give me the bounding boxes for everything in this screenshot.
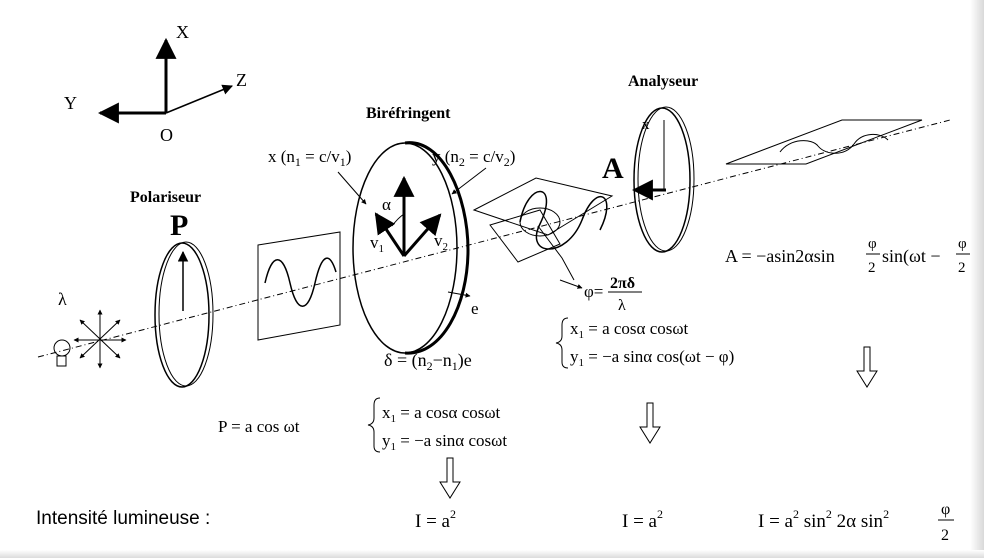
- polariseur-symbol: P: [170, 209, 188, 242]
- elliptical-wave-panel: [472, 177, 614, 281]
- bulb-icon: [53, 339, 71, 357]
- lambda-label: λ: [58, 289, 67, 309]
- slide-shadow-bottom: [0, 550, 984, 558]
- intensity-eq3: I = a2 sin2 2α sin2: [758, 507, 889, 532]
- analyseur-frac2-num: φ: [958, 236, 967, 252]
- thickness-pointer: [447, 291, 471, 298]
- intensity-label: Intensité lumineuse :: [36, 508, 210, 529]
- x-axis-pointer: [337, 171, 367, 205]
- axis-origin-label: O: [160, 125, 173, 145]
- analyseur-frac1-num: φ: [868, 236, 877, 252]
- analyseur-symbol: A: [602, 152, 624, 185]
- phi-prefix: φ=: [584, 282, 603, 301]
- analyseur-title: Analyseur: [628, 73, 698, 90]
- birefringent-plate: [352, 141, 470, 355]
- system1-y-eq: y1 = −a sinα cosωt: [382, 431, 507, 453]
- analyseur-frac2-den: 2: [958, 260, 966, 276]
- coordinate-axes: X Y Z O: [64, 22, 247, 145]
- output-wave-panel: [725, 119, 923, 165]
- down-arrow-icon: [639, 402, 661, 444]
- down-arrow-icon: [856, 346, 878, 388]
- axis-y-label: Y: [64, 93, 77, 113]
- y-axis-pointer: [451, 167, 487, 195]
- system-brace-2: [555, 317, 569, 369]
- delta-equation: δ = (n2−n1)e: [384, 350, 472, 373]
- polariseur-title: Polariseur: [130, 189, 201, 206]
- system-brace-1: [367, 397, 381, 453]
- phi-numerator: 2πδ: [610, 275, 635, 292]
- v1-label: v1: [370, 233, 384, 255]
- v2-label: v2: [434, 231, 448, 253]
- polariseur-disc: [154, 241, 214, 388]
- phi-denominator: λ: [618, 297, 626, 314]
- intensity-frac-den: 2: [941, 527, 949, 544]
- polariseur-equation: P = a cos ωt: [218, 417, 300, 436]
- intensity-eq2: I = a2: [622, 507, 663, 532]
- axis-x-label: X: [176, 22, 189, 42]
- intensity-eq1: I = a2: [415, 507, 456, 532]
- intensity-frac-num: φ: [941, 501, 950, 518]
- down-arrow-icons: [439, 346, 878, 499]
- y-axis-index-label: y (n2 = c/v2): [432, 147, 515, 169]
- alpha-label: α: [382, 195, 391, 214]
- analyseur-eq-mid: sin(ωt −: [882, 246, 941, 267]
- birefringent-title: Biréfringent: [366, 105, 451, 122]
- optical-axis: [37, 119, 951, 358]
- system1-x-eq: x1 = a cosα cosωt: [382, 403, 501, 425]
- phi-pointer: [559, 279, 583, 289]
- unpolarized-star-icon: [73, 309, 127, 369]
- slide-shadow-right: [970, 0, 984, 558]
- system2-y-eq: y1 = −a sinα cos(ωt − φ): [570, 347, 734, 369]
- analyseur-disc: [631, 106, 695, 253]
- v1-arrow: [374, 212, 406, 257]
- z-axis-arrow: [165, 84, 233, 114]
- thickness-label: e: [471, 299, 479, 318]
- x-axis-index-label: x (n1 = c/v1): [268, 147, 351, 169]
- analyseur-frac1-den: 2: [868, 260, 876, 276]
- axis-z-label: Z: [236, 70, 247, 90]
- polarized-wave-panel: [257, 231, 341, 341]
- analyseur-axis-label: x: [642, 117, 650, 133]
- down-arrow-icon: [439, 457, 461, 499]
- system2-x-eq: x1 = a cosα cosωt: [570, 319, 689, 341]
- bulb-base: [56, 355, 67, 367]
- light-source: λ: [53, 289, 127, 369]
- v2-arrow: [402, 213, 442, 257]
- analyseur-eq-main: A = −asin2αsin: [725, 246, 835, 266]
